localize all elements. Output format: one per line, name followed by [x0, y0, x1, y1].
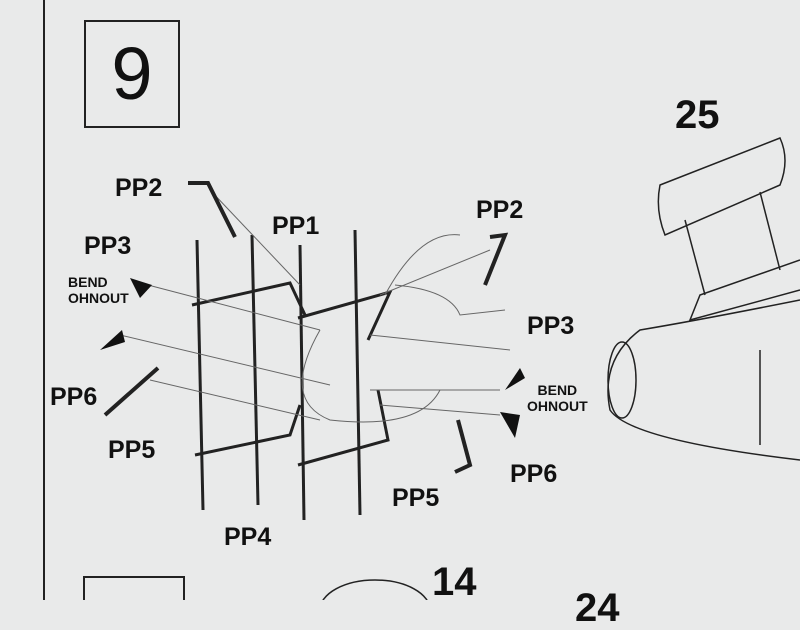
label-bend-left: BEND OHNOUT — [68, 274, 129, 307]
part-ref-14: 14 — [432, 560, 477, 604]
step-number-box: 9 — [84, 20, 180, 128]
part-outline-bottom — [322, 579, 428, 600]
guide-lines — [119, 189, 511, 423]
pp-parts — [103, 181, 509, 474]
label-pp3-right: PP3 — [527, 312, 575, 340]
label-pp2-right: PP2 — [476, 196, 524, 224]
label-pp5-right: PP5 — [392, 484, 440, 512]
label-pp2-left: PP2 — [115, 174, 163, 202]
label-pp5-left: PP5 — [108, 436, 156, 464]
label-pp3-left: PP3 — [84, 232, 132, 260]
label-bend-right: BEND OHNOUT — [527, 382, 588, 415]
label-pp1: PP1 — [272, 212, 320, 240]
next-step-box — [83, 576, 185, 600]
label-pp6-right: PP6 — [510, 460, 558, 488]
label-pp6-left: PP6 — [50, 383, 98, 411]
part-ref-24-partial: 24 — [575, 586, 620, 630]
pp4-grid-part — [191, 229, 393, 521]
part-ref-25: 25 — [675, 93, 720, 137]
diagram-drawing — [43, 0, 800, 600]
label-pp4: PP4 — [224, 523, 272, 551]
canopy-part-25 — [607, 137, 800, 461]
